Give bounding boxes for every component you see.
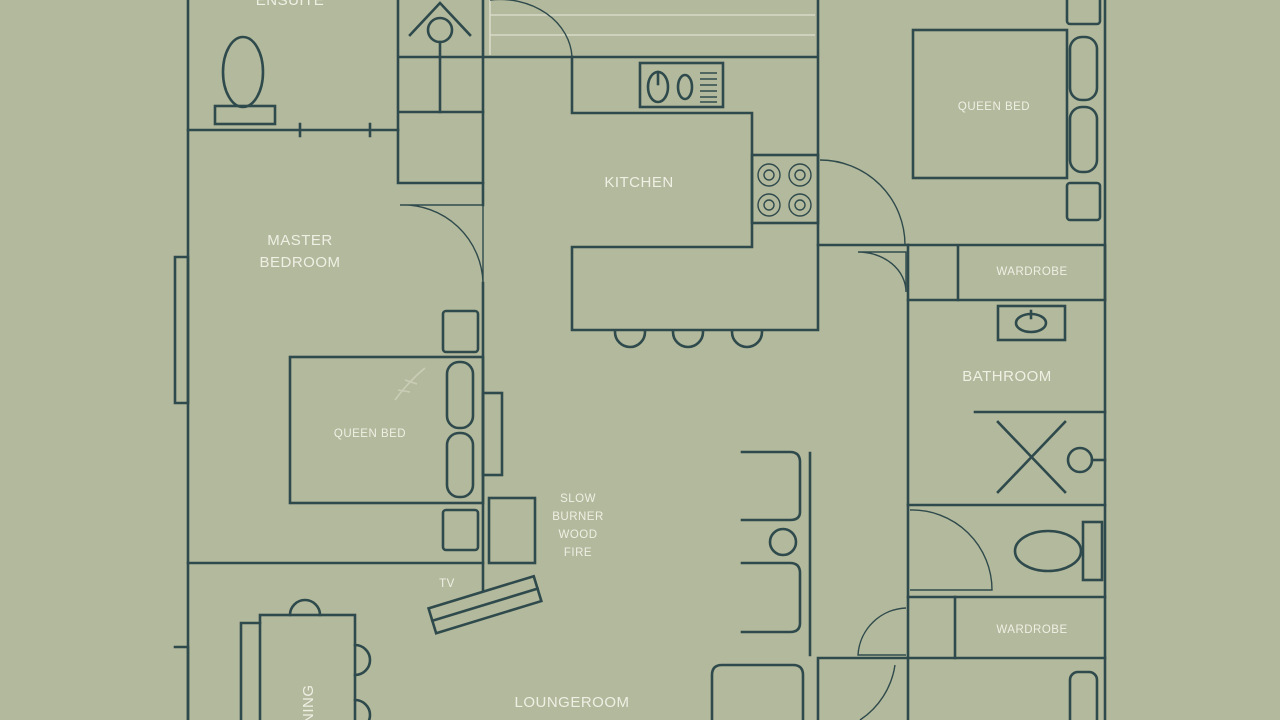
queen-bed-master-label: QUEEN BED	[334, 428, 406, 440]
master-bedroom-label-2: BEDROOM	[259, 254, 340, 271]
stove	[750, 153, 820, 225]
tv-unit	[426, 574, 543, 635]
loungeroom-label: LOUNGEROOM	[514, 694, 629, 711]
fire-label-4: FIRE	[564, 547, 592, 559]
dining-label: DINING	[300, 685, 317, 720]
wardrobe-bottom-label: WARDROBE	[996, 624, 1067, 636]
doors	[399, 0, 993, 720]
master-bedroom-furniture	[288, 309, 537, 565]
bathroom-label: BATHROOM	[962, 368, 1052, 385]
fire-label-3: WOOD	[558, 529, 597, 541]
bathroom-fixtures	[996, 304, 1107, 720]
queen-bed-second-label: QUEEN BED	[958, 101, 1030, 113]
kitchen-sink	[638, 61, 725, 109]
second-bedroom-furniture	[911, 0, 1102, 222]
bar-stools	[613, 330, 764, 349]
closet-hanger-icon	[408, 1, 472, 114]
fire-label-1: SLOW	[560, 493, 596, 505]
ensuite-toilet	[213, 35, 277, 126]
master-bedroom-label-1: MASTER	[267, 232, 333, 249]
walls	[173, 0, 1107, 720]
ensuite-label: ENSUITE	[256, 0, 325, 9]
dining-furniture	[239, 598, 372, 720]
deck-lines	[489, 0, 815, 55]
wardrobe-top-label: WARDROBE	[996, 266, 1067, 278]
fire-label-2: BURNER	[552, 511, 604, 523]
kitchen-label: KITCHEN	[604, 174, 673, 191]
tv-label: TV	[439, 578, 455, 590]
lounge-furniture	[710, 450, 805, 720]
